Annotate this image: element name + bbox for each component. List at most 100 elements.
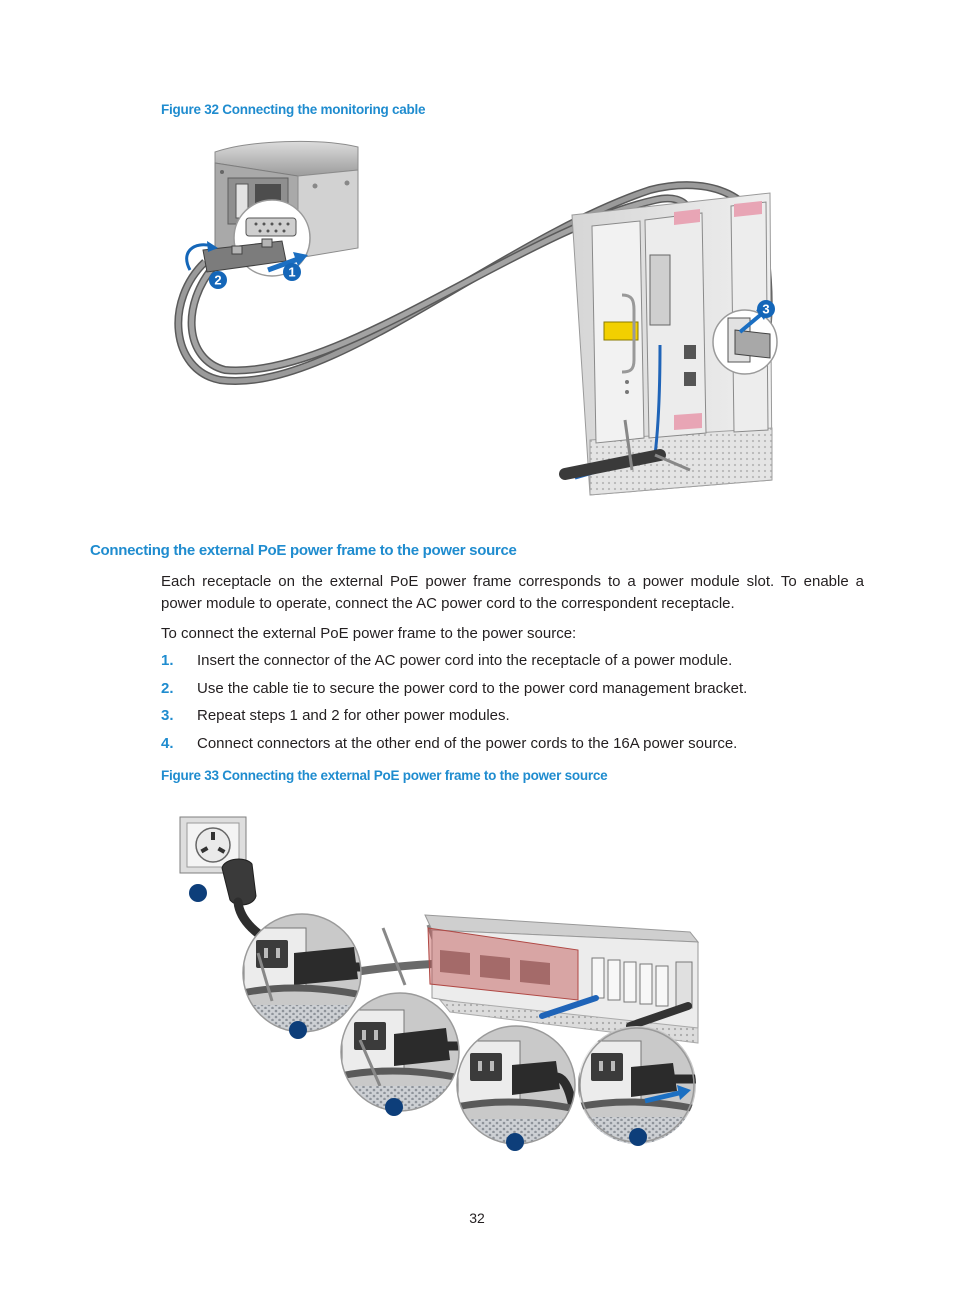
callout-2-label: 2 [214,273,221,288]
callout-3: 3 [757,300,775,318]
step-inset-3 [456,1025,576,1145]
socket-ring [195,827,231,863]
module-plugs [440,950,550,985]
section-heading: Connecting the external PoE power frame … [90,542,517,559]
step-number: 3. [161,707,174,724]
pin [254,222,258,226]
callout-circle [209,271,227,289]
figure-33-illustration [179,816,700,1151]
receptacle [256,940,288,968]
psu-top-face [214,140,359,177]
port [684,345,696,359]
module-slot [607,959,621,1001]
socket-slot [200,846,209,854]
poe-chassis [559,192,773,496]
cable-tie [623,419,634,471]
connector-plug [734,329,771,359]
cable-tie [256,952,274,1002]
wall-socket [179,816,247,874]
callout-2: 2 [209,271,227,289]
step-text: Connect connectors at the other end of t… [197,735,738,752]
pin [286,222,290,226]
module-top-tab [674,209,700,225]
cord-bracket [243,984,361,999]
module-slot [655,965,669,1007]
callout-circle [283,263,301,281]
socket-slot [211,832,215,840]
step-text: Repeat steps 1 and 2 for other power mod… [197,707,510,724]
list-item: 1. Insert the connector of the AC power … [161,650,864,672]
receptacle-pin [611,1061,615,1071]
module-handle [621,293,636,374]
insert-arrow-head [677,1085,691,1100]
module-bottom-tab [674,413,702,430]
module-top-tab [734,201,762,217]
callout-marker [506,1133,524,1151]
warning-label [603,321,639,341]
list-item: 4. Connect connectors at the other end o… [161,733,864,755]
power-plug [512,1061,560,1095]
step-number: 1. [161,652,174,669]
connector-block [649,254,671,326]
callout-1: 1 [283,263,301,281]
receptacle [354,1022,386,1050]
port-inset [712,309,778,375]
pin [278,222,282,226]
black-cable [559,449,666,480]
receptacle-pin [599,1061,603,1071]
insert-arrow-shaft [644,1090,680,1104]
cord-bracket [457,1098,575,1113]
pin [258,229,262,233]
socket-slot [217,846,226,854]
callout-marker [289,1021,307,1039]
paragraph-line: Each receptacle on the external PoE powe… [161,573,864,590]
list-item: 2. Use the cable tie to secure the power… [161,678,864,700]
inset-content [578,1026,696,1144]
blue-cable [539,995,599,1019]
step-text: Use the cable tie to secure the power co… [197,680,748,697]
callout-3-label: 3 [762,302,769,317]
cord-bracket [578,1098,696,1113]
cable-tie [381,927,407,986]
thumb-screw [231,245,243,255]
led [625,390,629,394]
black-cable [626,1002,692,1030]
figure-32-illustration: 1 2 [174,140,778,496]
callout-marker [385,1098,403,1116]
receptacle [591,1053,623,1081]
receptacle [470,1053,502,1081]
led [625,380,629,384]
pin [282,229,286,233]
db9-port [245,217,297,237]
callout-circle [757,300,775,318]
arrow-shaft [267,256,299,273]
screw [220,170,224,174]
arrow-head [293,252,308,266]
tighten-arrow [185,241,218,271]
power-plug [394,1028,450,1066]
figure-32-caption: Figure 32 Connecting the monitoring cabl… [161,102,426,117]
figure-33-caption: Figure 33 Connecting the external PoE po… [161,768,608,783]
pin [270,222,274,226]
power-plug [294,947,358,985]
receptacle-pin [264,948,268,958]
paragraph-line: power module to operate, connect the AC … [161,595,735,612]
receptacle-pin [362,1030,366,1040]
step-text: Insert the connector of the AC power cor… [197,652,733,669]
page-number: 32 [469,1210,485,1226]
cable-tie [358,1039,382,1087]
poe-power-frame [424,914,700,1044]
step-number: 4. [161,735,174,752]
pin [262,222,266,226]
body-paragraph: Each receptacle on the external PoE powe… [161,571,864,615]
module-slot [623,961,637,1003]
receptacle-pin [478,1061,482,1071]
module-slot [591,957,605,999]
cord-bracket [341,1067,459,1082]
module-slot [675,961,693,1009]
port [684,372,696,386]
receptacle-pin [490,1061,494,1071]
cable-tie [654,453,691,472]
pin [266,229,270,233]
